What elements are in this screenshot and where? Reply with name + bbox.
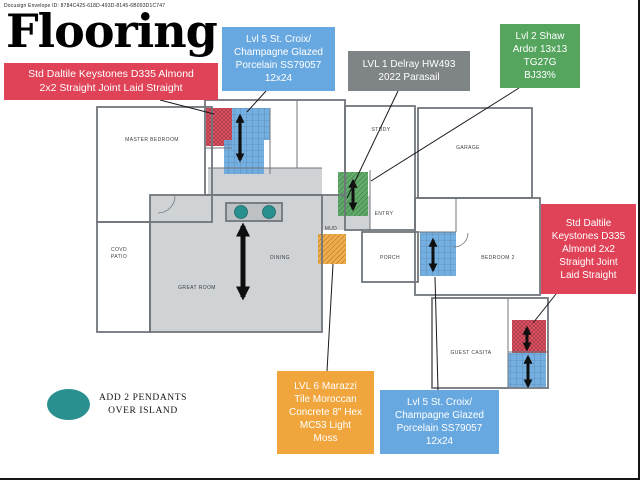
label-daltile-keystones-top: Std Daltile Keystones D335 Almond 2x2 St…: [4, 63, 218, 100]
room-label-master-bedroom: MASTER BEDROOM: [125, 137, 179, 143]
label-daltile-keystones-right: Std Daltile Keystones D335 Almond 2x2 St…: [541, 204, 636, 294]
tile-direction-arrows: [235, 113, 533, 389]
island-pendant-markers: [234, 205, 276, 219]
label-st-croix-porcelain-bottom: Lvl 5 St. Croix/ Champagne Glazed Porcel…: [380, 390, 499, 454]
docusign-envelope-id: Docusign Envelope ID: 8784C425-618D-493D…: [4, 3, 166, 9]
room-label-bedroom2: BEDROOM 2: [481, 255, 515, 261]
room-label-patio: PATIO: [111, 254, 127, 260]
room-label-garage: GARAGE: [456, 145, 480, 151]
room-label-entry: ENTRY: [375, 211, 394, 217]
room-label-guest-casita: GUEST CASITA: [450, 350, 491, 356]
room-label-mud: MUD: [325, 226, 338, 232]
room-label-great-room: GREAT ROOM: [178, 285, 216, 291]
door-arc: [157, 195, 176, 214]
leader-lines: [159, 87, 557, 391]
page-title: Flooring: [6, 4, 218, 58]
door-arc: [453, 232, 469, 248]
room-labels: MASTER BEDROOM COVD PATIO GREAT ROOM DIN…: [111, 127, 515, 356]
room-label-covd: COVD: [111, 247, 127, 253]
label-marazzi-hex-tile: LVL 6 Marazzi Tile Moroccan Concrete 8" …: [277, 371, 374, 454]
room-label-study: STUDY: [372, 127, 391, 133]
room-label-dining: DINING: [270, 255, 290, 261]
label-delray-hardwood: LVL 1 Delray HW493 2022 Parasail: [348, 51, 470, 91]
pendants-note: ADD 2 PENDANTS OVER ISLAND: [98, 393, 188, 416]
room-label-porch: PORCH: [380, 255, 400, 261]
label-shaw-ardor-carpet: Lvl 2 Shaw Ardor 13x13 TG27G BJ33%: [500, 24, 580, 88]
label-st-croix-porcelain-top: Lvl 5 St. Croix/ Champagne Glazed Porcel…: [222, 27, 335, 91]
teal-oval-marker: [47, 389, 90, 420]
